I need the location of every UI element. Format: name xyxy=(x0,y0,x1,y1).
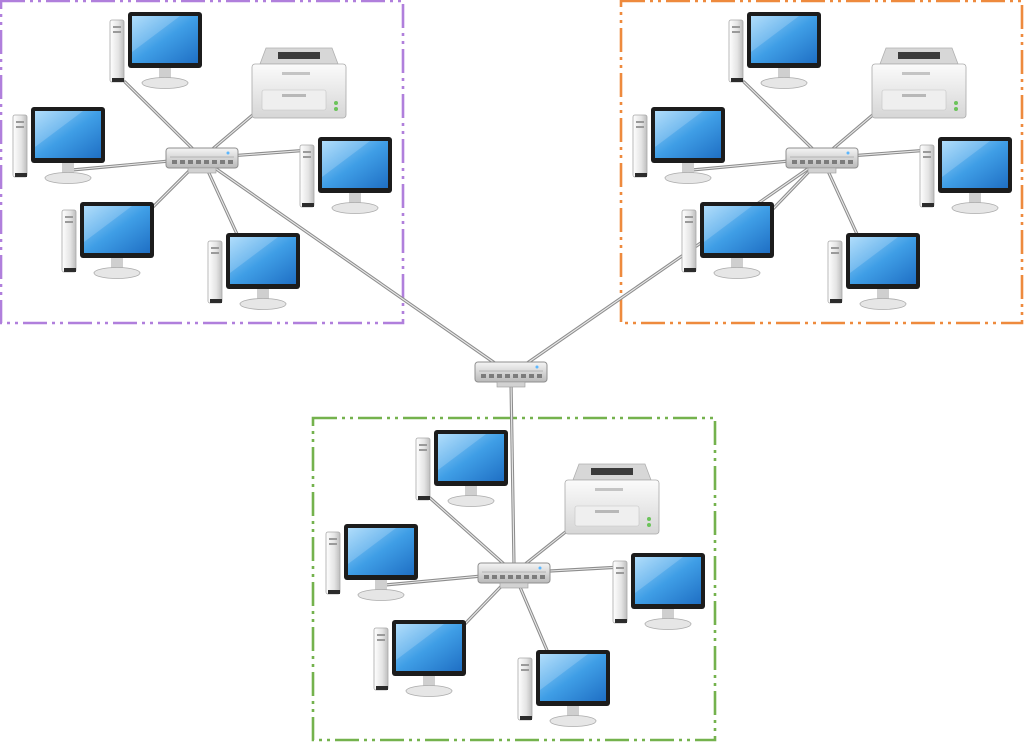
switch-icon xyxy=(477,562,551,589)
printer-icon xyxy=(871,47,967,119)
computer-icon xyxy=(299,137,392,214)
computer-icon xyxy=(373,620,466,697)
computer-icon xyxy=(12,107,105,184)
network-cable xyxy=(509,380,516,567)
network-cable xyxy=(210,164,501,368)
network-cable xyxy=(123,80,204,160)
group-bottom-border xyxy=(311,416,717,742)
computer-icon xyxy=(61,202,154,279)
network-cable xyxy=(428,496,516,575)
switch-icon xyxy=(474,361,548,388)
computer-icon xyxy=(207,233,300,310)
computer-icon xyxy=(415,430,508,507)
switch-icon xyxy=(785,147,859,174)
switch-icon xyxy=(165,147,239,174)
network-cable xyxy=(742,80,824,160)
computer-icon xyxy=(612,553,705,630)
computer-icon xyxy=(109,12,202,89)
computer-icon xyxy=(681,202,774,279)
computer-icon xyxy=(919,137,1012,214)
computer-icon xyxy=(517,650,610,727)
computer-icon xyxy=(827,233,920,310)
computer-icon xyxy=(325,524,418,601)
computer-icon xyxy=(632,107,725,184)
group-top-left-border xyxy=(0,0,405,325)
network-cable xyxy=(521,164,814,368)
printer-icon xyxy=(251,47,347,119)
group-top-right-border xyxy=(619,0,1024,325)
computer-icon xyxy=(728,12,821,89)
printer-icon xyxy=(564,463,660,535)
